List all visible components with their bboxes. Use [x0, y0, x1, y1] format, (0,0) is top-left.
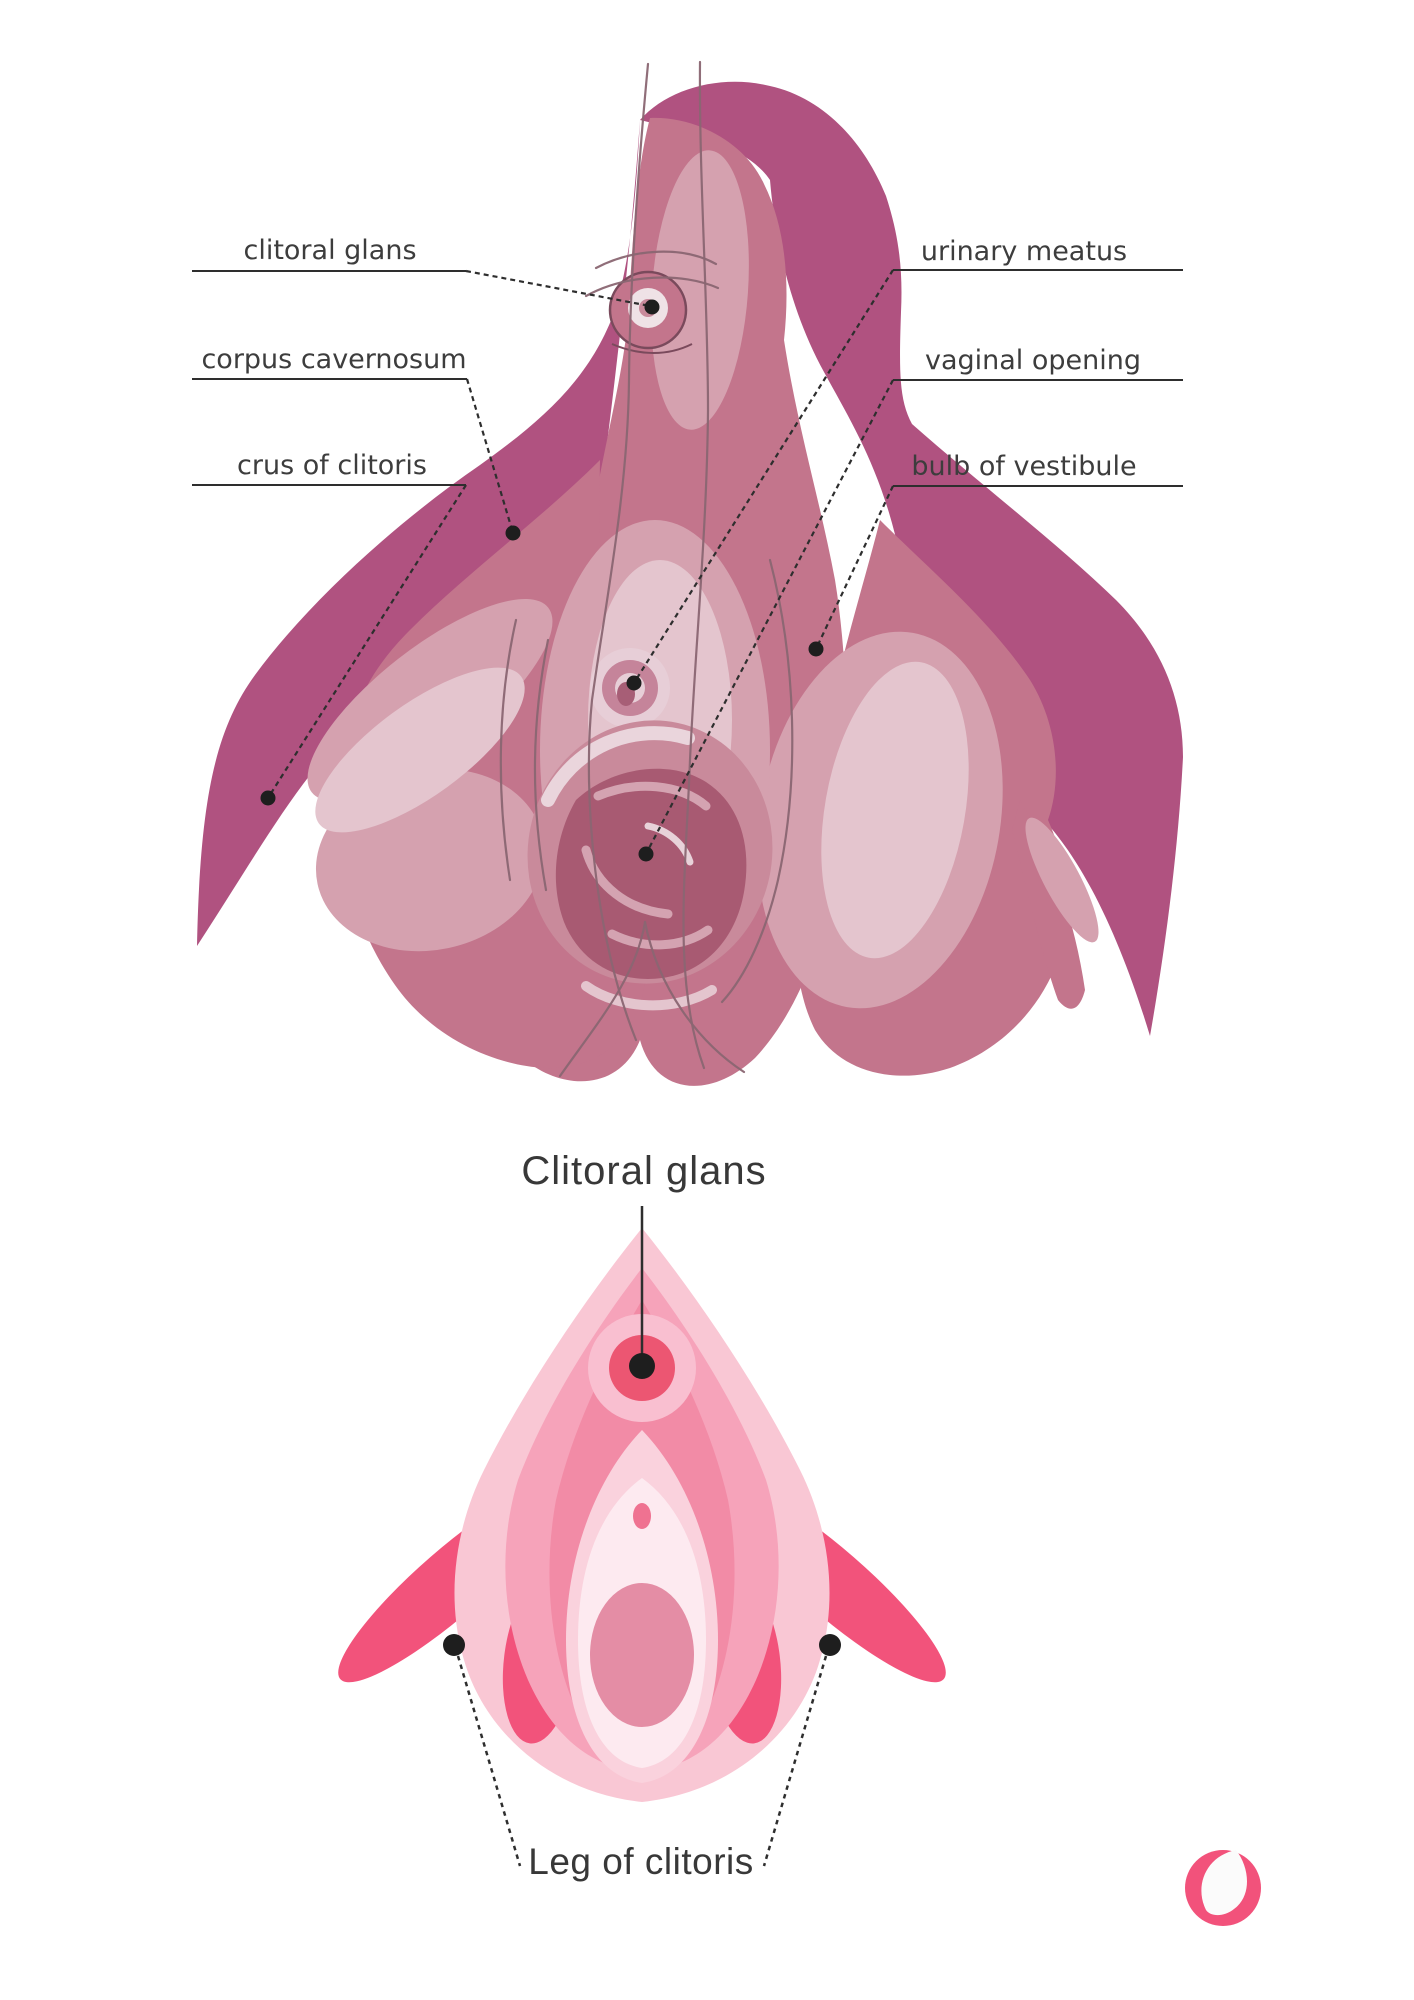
leader-dot — [505, 525, 521, 541]
leader-line — [633, 269, 894, 684]
title-leader-group — [629, 1206, 655, 1379]
label-clitoral-glans-group: clitoral glans — [192, 235, 660, 315]
label-leg-of-clitoris-group: Leg of clitoris — [443, 1634, 841, 1882]
label-urinary-meatus-group: urinary meatus — [626, 236, 1183, 691]
claw-highlight — [1025, 817, 1099, 943]
vaginal-opening-oval — [590, 1583, 694, 1727]
label-vaginal-opening: vaginal opening — [925, 345, 1141, 376]
label-corpus-cavernosum: corpus cavernosum — [201, 344, 466, 375]
bottom-diagram: Clitoral glans — [338, 1149, 946, 1882]
label-crus-of-clitoris-group: crus of clitoris — [192, 450, 467, 806]
leader-dot-left — [443, 1634, 465, 1656]
bottom-illustration-art — [338, 1228, 946, 1802]
right-lobe-core-highlight — [821, 661, 969, 959]
leader-dot — [626, 675, 642, 691]
brand-logo — [1185, 1850, 1261, 1926]
label-leg-of-clitoris: Leg of clitoris — [528, 1841, 754, 1882]
leader-dot — [638, 846, 654, 862]
leader-dot — [260, 790, 276, 806]
label-vaginal-opening-group: vaginal opening — [638, 345, 1183, 862]
right-claw-streak — [1012, 800, 1085, 1009]
leader-line-right — [762, 1655, 828, 1867]
leader-dot — [644, 299, 660, 315]
leader-dot-right — [819, 1634, 841, 1656]
sketch-outline — [499, 60, 794, 1078]
shaft-highlight — [651, 150, 749, 430]
leader-dot — [629, 1353, 655, 1379]
label-bulb-of-vestibule: bulb of vestibule — [911, 451, 1136, 482]
leader-line-left — [456, 1655, 522, 1867]
label-corpus-cavernosum-group: corpus cavernosum — [192, 344, 521, 541]
leader-line — [645, 379, 894, 855]
top-diagram: clitoral glans corpus cavernosum crus of… — [192, 60, 1183, 1086]
left-wing-core-highlight — [315, 667, 525, 833]
top-illustration-art — [197, 60, 1183, 1086]
label-bulb-of-vestibule-group: bulb of vestibule — [808, 451, 1183, 657]
label-crus-of-clitoris: crus of clitoris — [237, 450, 427, 481]
urethral-opening-dot — [633, 1503, 651, 1529]
label-clitoral-glans: clitoral glans — [243, 235, 416, 266]
label-urinary-meatus: urinary meatus — [921, 236, 1127, 267]
bottom-diagram-title: Clitoral glans — [521, 1149, 766, 1193]
petal-icon — [1201, 1850, 1247, 1916]
leader-line — [267, 484, 467, 799]
leader-dot — [808, 641, 824, 657]
leader-line — [815, 485, 894, 650]
leader-line — [465, 269, 651, 308]
